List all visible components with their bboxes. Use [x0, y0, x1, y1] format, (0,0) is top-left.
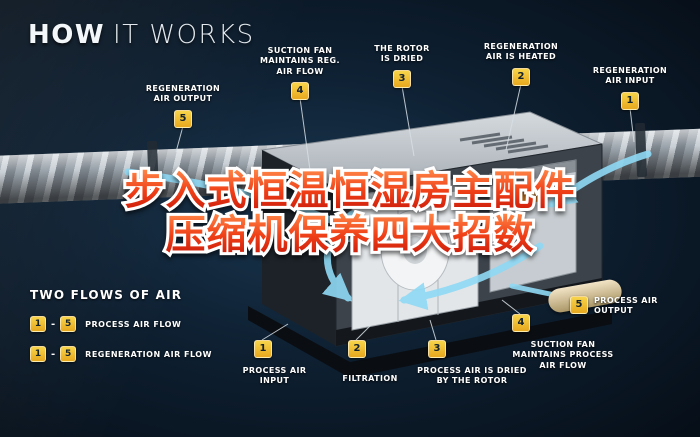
callout-label: REGENERATION AIR OUTPUT	[145, 84, 221, 104]
callout-process-air-dried: 3 PROCESS AIR IS DRIED BY THE ROTOR	[412, 340, 532, 387]
callout-regeneration-air-input: REGENERATION AIR INPUT 1	[588, 66, 672, 110]
step-badge: 1	[621, 91, 639, 110]
legend-label: REGENERATION AIR FLOW	[85, 349, 212, 359]
headline-text: 步入式恒温恒湿房主配件	[124, 168, 576, 214]
callout-suction-fan-reg: SUCTION FAN MAINTAINS REG. AIR FLOW 4	[252, 46, 348, 101]
legend-separator: -	[51, 318, 56, 330]
step-badge: 1	[30, 346, 46, 362]
callout-label: THE ROTOR IS DRIED	[374, 44, 430, 64]
step-badge: 1	[254, 340, 272, 358]
callout-label: PROCESS AIR OUTPUT	[594, 296, 658, 316]
legend-row-regeneration: 1 - 5 REGENERATION AIR FLOW	[30, 346, 212, 362]
callout-filtration: 2 FILTRATION	[330, 340, 410, 384]
headline-line-2: 压缩机保养四大招数 压缩机保养四大招数	[0, 209, 700, 261]
step-badge: 3	[393, 69, 411, 88]
legend-separator: -	[51, 348, 56, 360]
callout-label: REGENERATION AIR IS HEATED	[483, 42, 559, 62]
legend-header: TWO FLOWS OF AIR	[30, 288, 183, 302]
step-badge: 3	[428, 340, 446, 358]
step-badge: 5	[570, 296, 588, 314]
title-bold: HOW	[28, 20, 106, 50]
title-light: IT WORKS	[113, 20, 255, 50]
headline-text: 压缩机保养四大招数	[165, 212, 535, 258]
step-badge: 5	[60, 346, 77, 362]
legend-label: PROCESS AIR FLOW	[85, 319, 182, 329]
step-badge: 1	[30, 316, 46, 332]
step-badge: 5	[174, 109, 192, 128]
step-badge: 4	[291, 82, 309, 101]
callout-label: SUCTION FAN MAINTAINS REG. AIR FLOW	[260, 46, 340, 76]
legend-row-process: 1 - 5 PROCESS AIR FLOW	[30, 316, 212, 332]
legend-two-flows: TWO FLOWS OF AIR 1 - 5 PROCESS AIR FLOW …	[30, 288, 212, 362]
callout-regeneration-air-heated: REGENERATION AIR IS HEATED 2	[478, 42, 564, 86]
callout-label: REGENERATION AIR INPUT	[592, 66, 668, 86]
step-badge: 2	[512, 67, 530, 86]
step-badge: 4	[512, 314, 530, 332]
headline-line-1: 步入式恒温恒湿房主配件 步入式恒温恒湿房主配件	[0, 165, 700, 217]
callout-regeneration-air-output: REGENERATION AIR OUTPUT 5	[143, 84, 223, 128]
callout-label: PROCESS AIR IS DRIED BY THE ROTOR	[417, 366, 527, 386]
callout-label: PROCESS AIR INPUT	[242, 366, 307, 386]
callout-label: FILTRATION	[342, 374, 398, 383]
callout-rotor-is-dried: THE ROTOR IS DRIED 3	[373, 44, 431, 88]
step-badge: 2	[348, 340, 366, 358]
step-badge: 5	[60, 316, 77, 332]
callout-process-air-input: 1 PROCESS AIR INPUT	[232, 340, 317, 387]
